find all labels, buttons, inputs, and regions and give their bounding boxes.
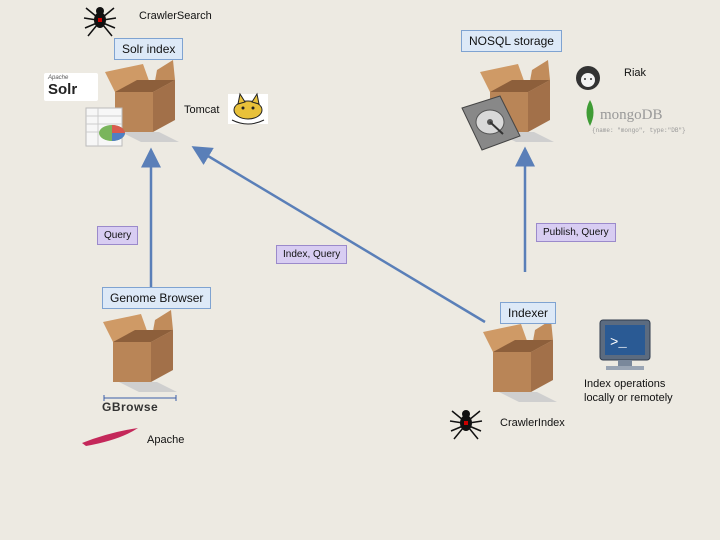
nosql-storage-label: NOSQL storage xyxy=(461,30,562,52)
query-edge-label: Query xyxy=(97,226,139,245)
publish-query-edge-label: Publish, Query xyxy=(536,223,616,242)
mongodb-leaf-icon xyxy=(586,100,594,126)
crawler-index-text: CrawlerIndex xyxy=(500,417,565,429)
mongodb-logo-caption: {name: "mongo", type:"DB"} xyxy=(592,127,686,134)
crawler-index-spider-icon xyxy=(449,409,483,440)
mongodb-logo: mongoDB xyxy=(600,107,663,123)
index-query-edge-label: Index, Query xyxy=(276,245,348,264)
svg-text:>_: >_ xyxy=(610,335,627,351)
hard-drive-icon xyxy=(461,95,521,151)
data-table-icon xyxy=(85,107,125,147)
index-operations-line2: locally or remotely xyxy=(584,392,673,404)
genome-browser-label: Genome Browser xyxy=(102,287,212,309)
index-operations-line1: Index operations xyxy=(584,378,666,390)
riak-icon xyxy=(576,66,600,90)
gbrowse-ruler-icon xyxy=(103,395,177,401)
gbrowse-logo: GBrowse xyxy=(102,400,159,414)
tomcat-text: Tomcat xyxy=(184,104,220,116)
crawler-search-spider-icon xyxy=(83,6,117,37)
apache-feather-icon xyxy=(82,428,138,446)
genome-box-icon xyxy=(103,310,177,392)
crawler-search-text: CrawlerSearch xyxy=(139,10,212,22)
tomcat-icon xyxy=(228,92,268,125)
terminal-icon: >_ xyxy=(599,319,651,370)
solr-logo: Apache Solr xyxy=(44,73,98,101)
indexer-box-icon xyxy=(483,320,557,402)
riak-text: Riak xyxy=(624,67,647,79)
solr-index-label: Solr index xyxy=(114,38,184,60)
arrow-indexer-to-solr xyxy=(191,146,486,324)
apache-text: Apache xyxy=(147,434,185,446)
solr-logo-apache-text: Apache xyxy=(48,75,69,81)
solr-logo-text: Solr xyxy=(48,81,78,98)
indexer-label: Indexer xyxy=(500,302,557,324)
